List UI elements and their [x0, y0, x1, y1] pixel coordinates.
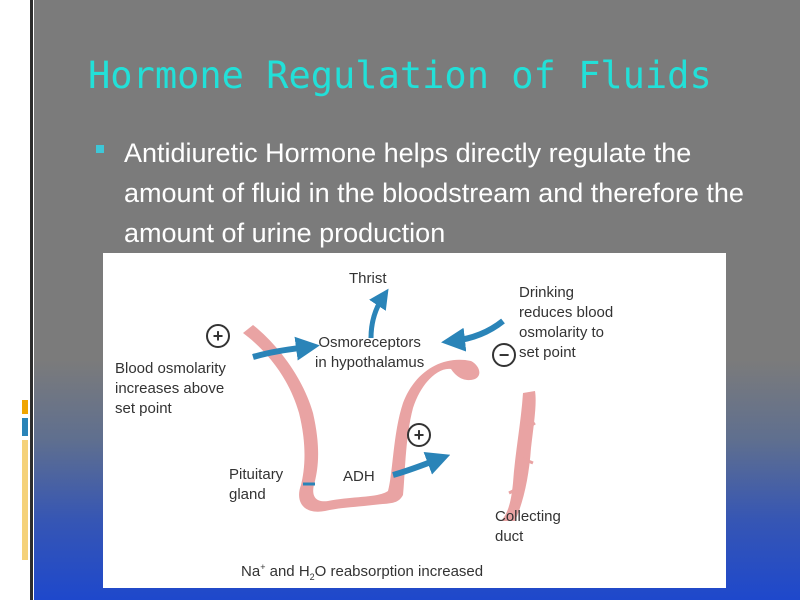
label-osmoreceptors-line: in hypothalamus	[315, 354, 425, 371]
label-blood-osmolarity-line: Blood osmolarity	[115, 360, 226, 377]
slide-title: Hormone Regulation of Fluids	[88, 54, 712, 97]
reabsorption-and-h: and H	[265, 563, 310, 580]
arrow-to-thirst	[368, 288, 389, 339]
label-drinking: Drinking reduces blood osmolarity to set…	[519, 283, 613, 363]
pink-pathway	[243, 325, 480, 512]
arrow-blood-to-osmo	[252, 336, 320, 361]
reabsorption-na-charge: +	[260, 562, 266, 572]
bullet-text: Antidiuretic Hormone helps directly regu…	[124, 138, 744, 248]
label-drinking-line: reduces blood	[519, 304, 614, 321]
diagram-graphics	[243, 288, 536, 521]
bullet-marker	[96, 145, 104, 153]
plus-sign-icon: +	[407, 423, 431, 447]
label-drinking-line: Drinking	[519, 284, 575, 301]
minus-sign-icon: −	[492, 343, 516, 367]
label-pituitary-line: Pituitary	[229, 466, 284, 483]
collecting-duct-shape	[501, 391, 536, 521]
plus-sign-icon: +	[206, 324, 230, 348]
label-collecting-duct-line: Collecting	[495, 508, 561, 525]
reabsorption-rest: O reabsorption increased	[314, 563, 484, 580]
label-blood-osmolarity-line: increases above	[115, 380, 225, 397]
adh-regulation-diagram: Thrist Drinking reduces blood osmolarity…	[103, 253, 726, 588]
label-blood-osmolarity: Blood osmolarity increases above set poi…	[115, 359, 226, 419]
arrow-drinking-to-osmo	[441, 318, 505, 352]
label-blood-osmolarity-line: set point	[115, 400, 172, 417]
decorative-bars	[6, 0, 34, 600]
reabsorption-h-subscript: 2	[309, 572, 315, 582]
label-collecting-duct: Collecting duct	[495, 507, 561, 547]
reabsorption-na: Na	[241, 563, 261, 580]
label-collecting-duct-line: duct	[495, 528, 524, 545]
label-drinking-line: osmolarity to	[519, 324, 605, 341]
label-thirst: Thrist	[349, 270, 387, 287]
label-pituitary-line: gland	[229, 486, 266, 503]
label-osmoreceptors: Osmoreceptors in hypothalamus	[315, 333, 424, 373]
label-pituitary: Pituitary gland	[229, 465, 283, 505]
label-osmoreceptors-line: Osmoreceptors	[318, 334, 421, 351]
label-drinking-line: set point	[519, 344, 576, 361]
arrow-adh	[392, 451, 451, 478]
label-adh: ADH	[343, 468, 375, 485]
label-reabsorption: Na+ and H2O reabsorption increased	[241, 557, 483, 587]
